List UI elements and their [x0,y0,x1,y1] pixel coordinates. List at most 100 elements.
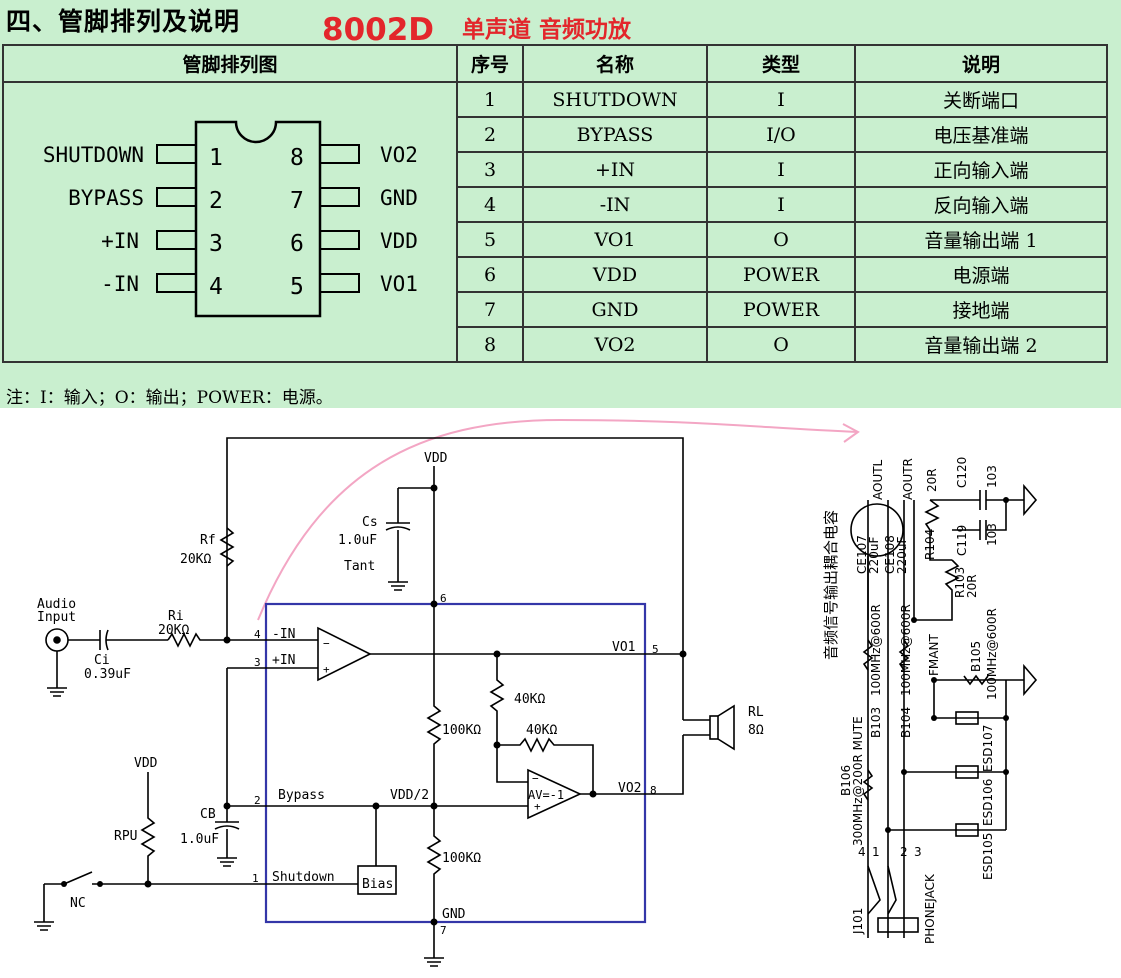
pin-label-vo2: VO2 [380,143,418,167]
label-minus-in: -IN [272,627,295,642]
cell-no: 7 [456,291,524,328]
label-b104: B104 [899,707,913,738]
label-ce108: CE108 [883,535,897,574]
pin-number: 6 [440,592,447,605]
esd106 [955,765,979,779]
part-number: 8002D [322,12,435,48]
label-ce107-value: 220uF [867,536,881,574]
cell-no: 2 [456,116,524,153]
ic-boundary [264,602,647,924]
capacitor-cb [214,806,240,858]
label-rpu: RPU [114,829,137,844]
label-r104: R104 [923,529,937,560]
speaker-cone [717,704,735,751]
label-bias: Bias [362,877,393,892]
ic-package-diagram: SHUTDOWN BYPASS +IN -IN VO2 GND VDD VO1 … [43,120,418,318]
label-b103-value: 100MHz@600R [869,604,883,696]
opamp-1 [317,626,372,682]
jack-circuit: 音频信号输出耦合电容 AOUTL AOUTR CE107 220uF CE108… [822,457,1038,944]
wire [580,735,684,795]
label-cb: CB [200,807,216,822]
pin-number: 1 [872,845,880,859]
cell-name: VO2 [522,326,708,363]
pin-label-gnd: GND [380,186,418,210]
label-b103: B103 [869,707,883,738]
resistor-rpu [140,772,156,884]
label-rl-value: 8Ω [748,723,764,738]
cell-desc: 接地端 [854,291,1108,328]
pin-label-bypass: BYPASS [68,186,144,210]
wire [226,437,684,720]
label-ce107: CE107 [855,535,869,574]
section-title: 四、管脚排列及说明 [6,7,241,36]
col-type: 类型 [706,44,856,83]
coupling-cap-outline [850,503,904,557]
cell-type: I [706,186,856,223]
minus-sign: − [532,772,539,785]
ground-symbol [34,884,54,931]
cell-name: +IN [522,151,708,188]
cell-desc: 音量输出端 1 [854,221,1108,258]
label-100k-a: 100KΩ [442,723,481,738]
label-fmant: FMANT [927,634,941,676]
resistor-100k [426,690,442,958]
cell-desc: 正向输入端 [854,151,1108,188]
capacitor-c120 [930,490,1024,510]
cell-no: 8 [456,326,524,363]
label-rf: Rf [200,533,216,548]
pin-number: 1 [209,145,223,171]
cell-type: POWER [706,291,856,328]
col-pinout: 管脚排列图 [2,44,458,83]
pin-number: 5 [290,274,304,300]
ground-symbol [1023,483,1038,517]
label-coupling-title: 音频信号输出耦合电容 [822,510,840,660]
cell-type: I/O [706,116,856,153]
pin-lead [319,273,360,293]
table-row: 5 VO1 O 音量输出端 1 [3,221,1108,258]
label-phonejack: PHONEJACK [923,873,937,944]
pin-number: 4 [858,845,866,859]
label-plus-in: +IN [272,653,295,668]
pin-table-header: 管脚排列图 序号 名称 类型 说明 [2,44,1108,83]
table-note: 注：I：输入；O：输出；POWER：电源。 [6,388,333,408]
col-number: 序号 [456,44,524,83]
speaker-body [709,715,719,740]
cell-desc: 电源端 [854,256,1108,293]
label-gnd: GND [442,907,466,922]
cell-no: 6 [456,256,524,293]
pin-number: 6 [290,231,304,257]
pin-number: 3 [254,656,261,669]
cell-desc: 关断端口 [854,81,1108,118]
label-aoutl: AOUTL [871,459,885,500]
pin-lead [156,230,197,250]
resistor-40k-b [497,737,594,794]
label-r104-value: 20R [925,468,939,492]
label-40k-b: 40KΩ [526,723,557,738]
label-shutdown: Shutdown [272,870,335,885]
label-rl: RL [748,705,764,720]
label-r103-value: 20R [965,574,979,598]
pin-number: 7 [440,924,447,937]
label-40k-a: 40KΩ [514,692,545,707]
label-c120: C120 [955,457,969,488]
label-esd107: ESD107 [981,725,995,772]
label-ri-value: 20KΩ [158,623,189,638]
label-esd106: ESD106 [981,779,995,826]
pin-label-vo1: VO1 [380,272,418,296]
pin-number: 2 [900,845,908,859]
label-vo1: VO1 [612,640,635,655]
ground-symbol [388,581,408,591]
label-b105: B105 [969,641,983,672]
label-bypass: Bypass [278,788,325,803]
ic-body [194,120,322,318]
label-cs-value: 1.0uF [338,533,377,548]
label-vdd-pullup: VDD [134,756,158,771]
capacitor-c119 [952,500,1007,540]
cell-no: 1 [456,81,524,118]
label-ri: Ri [168,609,184,624]
table-row: 8 VO2 O 音量输出端 2 [3,326,1108,363]
pin-lead [319,230,360,250]
plus-sign: + [323,663,330,676]
label-cs: Cs [362,515,378,530]
